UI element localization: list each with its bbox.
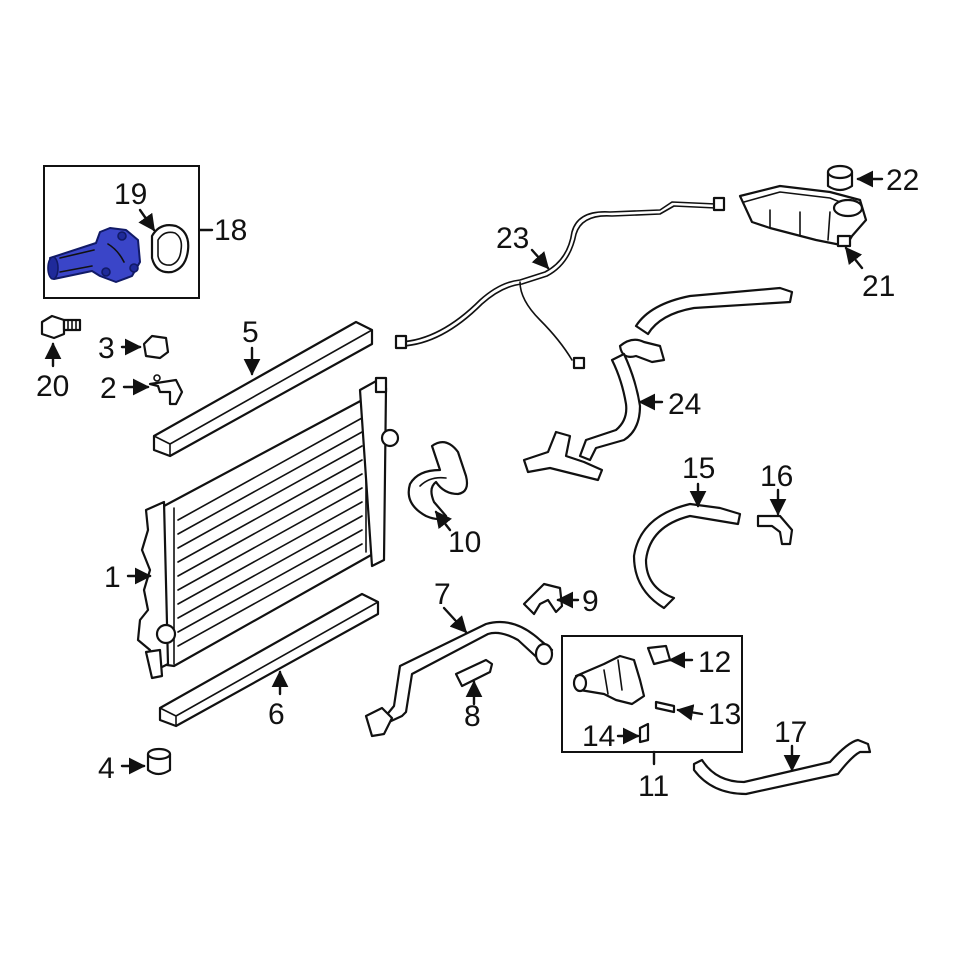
callout-20: 20 [36,370,69,403]
thermostat-housing-group: 19 18 [43,165,247,299]
callout-22: 22 [886,164,919,197]
bypass-hose[interactable] [756,514,794,546]
heater-hose-group: 15 [632,452,742,610]
wire-harness[interactable] [399,201,717,343]
callout-8: 8 [464,700,481,733]
vent-hose[interactable] [692,738,872,796]
callout-14: 14 [582,720,615,753]
insulator[interactable] [146,747,172,776]
hose-bracket[interactable] [454,658,494,688]
clip-group: 9 [522,582,599,618]
coolant-reservoir[interactable] [738,184,868,248]
radiator[interactable] [136,376,400,680]
cap-group: 22 [826,164,919,197]
water-outlet-highlighted[interactable] [47,227,141,283]
callout-10: 10 [448,526,481,559]
radiator-group: 1 [104,376,400,680]
coolant-valve[interactable] [572,654,646,706]
callout-6: 6 [268,698,285,731]
harness-group: 23 [394,196,726,370]
lower-hose[interactable] [374,620,554,730]
valve-plug[interactable] [654,700,676,714]
callout-12: 12 [698,646,731,679]
coolant-valve-group: 12 13 14 11 [561,635,743,803]
lower-hose-group: 7 [364,578,554,738]
callout-13: 13 [708,698,741,731]
upper-hose-group: 10 [407,441,481,559]
upper-hose[interactable] [407,441,469,521]
heater-hose[interactable] [632,502,742,610]
callout-21: 21 [862,270,895,303]
callout-15: 15 [682,452,715,485]
vent-hose-group: 17 [692,716,872,796]
bumper-group: 3 [98,332,170,365]
bumper[interactable] [142,334,170,360]
valve-seal[interactable] [638,722,650,744]
insulator-group: 4 [98,747,172,785]
callout-3: 3 [98,332,115,365]
bolt-group: 20 [36,314,82,403]
bypass-hose-group: 16 [756,460,794,546]
callout-9: 9 [582,585,599,618]
hose-bracket-group: 8 [454,658,494,733]
overflow-hose[interactable] [522,286,794,482]
callout-2: 2 [100,372,117,405]
reservoir-group: 21 [738,184,895,303]
bracket-group: 2 [100,372,184,406]
callout-5: 5 [242,316,259,349]
callout-23: 23 [496,222,529,255]
lower-seal[interactable] [158,592,380,728]
bracket[interactable] [148,378,184,406]
callout-16: 16 [760,460,793,493]
callout-18: 18 [214,214,247,247]
callout-11: 11 [638,770,669,803]
callout-19: 19 [114,178,147,211]
inset-box-11 [561,635,743,753]
callout-7: 7 [434,578,451,611]
reservoir-cap[interactable] [826,164,854,192]
bolt[interactable] [40,314,82,340]
hose-clip[interactable] [522,582,564,616]
callout-1: 1 [104,561,121,594]
callout-24: 24 [668,388,701,421]
callout-17: 17 [774,716,807,749]
inset-box-18 [43,165,200,299]
callout-4: 4 [98,752,115,785]
overflow-hose-group: 24 [522,286,794,482]
upper-seal-group: 5 [152,316,374,458]
lower-seal-group: 6 [158,592,380,731]
valve-cover[interactable] [646,644,672,666]
